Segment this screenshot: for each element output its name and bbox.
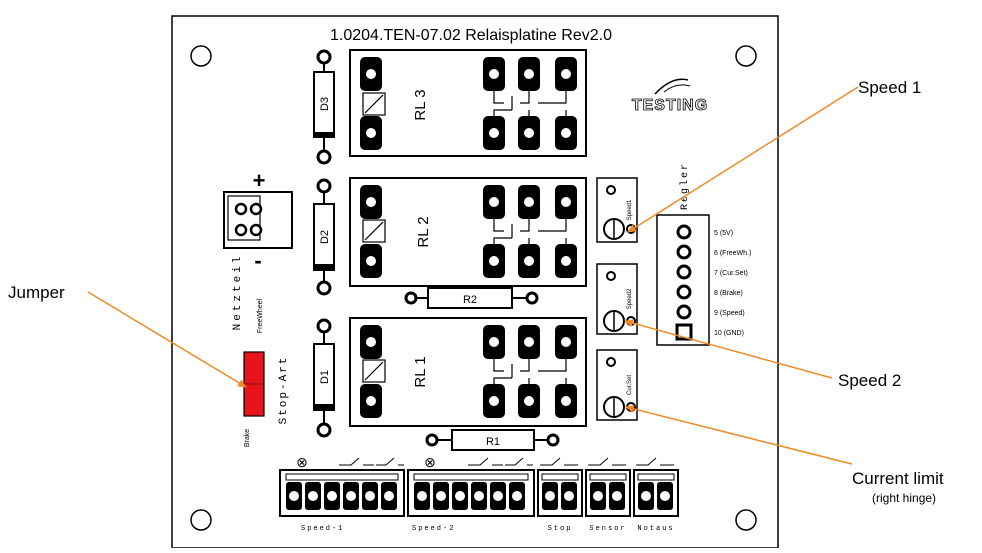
mounting-hole-top-right [735,45,757,67]
terminal-stop: Stop [537,457,583,533]
diode-d2: D2 [313,178,335,296]
callout-current-limit: Current limit (right hinge) [625,405,944,505]
power-connector: + - Netzteil [223,168,293,331]
mounting-hole-bottom-left [190,509,212,531]
terminal-sensor-label: Sensor [589,525,626,533]
terminal-sensor: Sensor [585,457,631,533]
resistor-r1-label: R1 [486,436,500,448]
callout-speed1: Speed 1 [627,78,921,233]
board-title: 1.0204.TEN-07.02 Relaisplatine Rev2.0 [330,27,612,44]
terminal-stop-label: Stop [548,525,573,533]
diode-d2-label: D2 [319,230,331,244]
regler-pin-6: 6 (FreeWh.) [714,250,751,257]
terminal-speed1-label: Speed-1 [301,525,344,533]
callout-speed1-arrow [627,86,859,233]
relay-rl3-label: RL 3 [412,89,429,120]
relay-rl2: RL 2 [349,177,587,287]
callout-current-limit-label: Current limit [852,469,944,488]
terminal-speed2-label: Speed-2 [412,525,455,533]
callout-speed2: Speed 2 [624,319,901,390]
diode-d3: D3 [313,49,335,165]
netzteil-label: Netzteil [232,254,244,331]
regler-pin-9: 9 (Speed) [714,310,745,317]
callout-speed2-arrow [624,319,833,379]
resistor-r2-label: R2 [463,294,477,306]
brake-label: Brake [244,429,251,447]
relay-rl2-label: RL 2 [415,216,432,247]
testing-logo: TESTING [631,78,708,114]
callout-speed1-label: Speed 1 [858,78,921,97]
diode-d1-label: D1 [319,370,331,384]
regler-pin-7: 7 (Cur.Set) [714,270,748,277]
freewheel-label: FreeWheel [257,298,264,333]
power-plus-label: + [253,168,266,193]
callout-jumper-label: Jumper [8,283,65,302]
mounting-hole-top-left [190,45,212,67]
callout-jumper: Jumper [8,283,247,388]
terminal-speed2: ⊗ Speed-2 [407,454,535,533]
power-minus-label: - [254,248,261,273]
diode-d1: D1 [313,318,335,438]
pot-speed2-label: Speed2 [627,288,633,309]
pot-speed1: Speed1 [596,177,638,243]
terminal-notaus-label: Notaus [637,525,674,533]
stop-art-label: Stop-Art [278,356,290,425]
pot-current-set: Cur.Set [596,349,638,421]
resistor-r2: R2 [404,287,539,309]
pot-current-set-label: Cur.Set [627,375,633,395]
relay-rl1: RL 1 [349,317,587,427]
callout-jumper-arrow [87,291,247,388]
callout-speed2-label: Speed 2 [838,371,901,390]
regler-pin-8: 8 (Brake) [714,290,743,297]
regler-pin-10: 10 (GND) [714,330,744,337]
terminal-speed1: ⊗ Speed-1 [279,454,405,533]
regler-label: Regler [679,162,691,210]
terminal-notaus: Notaus [633,457,679,533]
diode-d3-label: D3 [319,97,331,111]
logo-text: TESTING [632,97,708,114]
pot-speed1-label: Speed1 [627,199,633,220]
callout-current-limit-note: (right hinge) [872,491,936,505]
pot-speed2: Speed2 [596,263,638,335]
stop-art-jumper: FreeWheel Brake Stop-Art [243,298,290,447]
lamp-symbol-speed1: ⊗ [296,454,308,470]
regler-pin-5: 5 (5V) [714,230,733,237]
relay-rl3: RL 3 [349,49,587,157]
callout-current-limit-arrow [625,405,853,465]
relay-rl1-label: RL 1 [412,356,429,387]
lamp-symbol-speed2: ⊗ [424,454,436,470]
mounting-hole-bottom-right [735,509,757,531]
resistor-r1: R1 [425,429,560,451]
